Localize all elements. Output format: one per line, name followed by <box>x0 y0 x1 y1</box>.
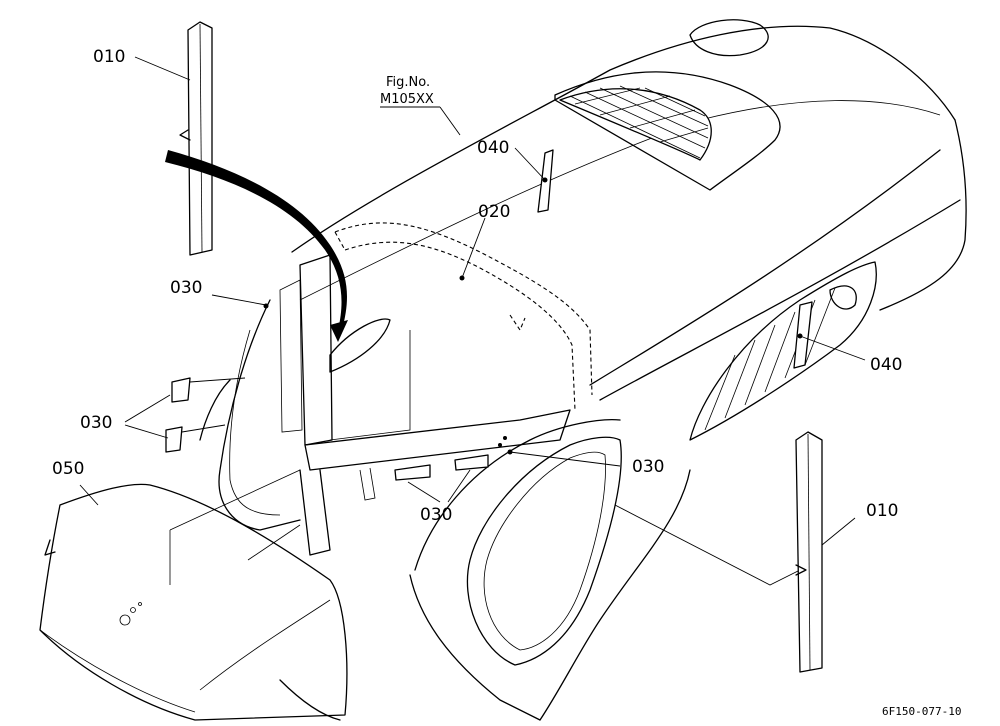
part-030-pads <box>124 294 621 503</box>
install-arrow <box>165 150 348 342</box>
callout-020: 020 <box>478 202 510 222</box>
callout-050: 050 <box>52 459 84 479</box>
callout-040-top: 040 <box>477 138 509 158</box>
part-050-panel <box>39 469 348 721</box>
cabin-body <box>199 19 967 721</box>
fig-number: M105XX <box>380 92 434 107</box>
callout-030-left: 030 <box>80 413 112 433</box>
fig-label: Fig.No. <box>386 75 430 90</box>
callout-030-center: 030 <box>420 505 452 525</box>
part-020-leader <box>459 217 486 281</box>
fig-leader <box>380 106 461 136</box>
callout-040-right: 040 <box>870 355 902 375</box>
part-040-lower <box>793 301 866 369</box>
callout-010-top: 010 <box>93 47 125 67</box>
callout-030-upper: 030 <box>170 278 202 298</box>
callout-010-right: 010 <box>866 501 898 521</box>
part-040-upper <box>514 147 554 213</box>
drawing-code: 6F150-077-10 <box>882 705 961 718</box>
callout-030-right: 030 <box>632 457 664 477</box>
part-010-lower <box>795 431 856 673</box>
callout-labels: 010 010 020 030 030 030 030 040 040 050 … <box>52 47 961 718</box>
part-010-upper <box>134 21 213 256</box>
